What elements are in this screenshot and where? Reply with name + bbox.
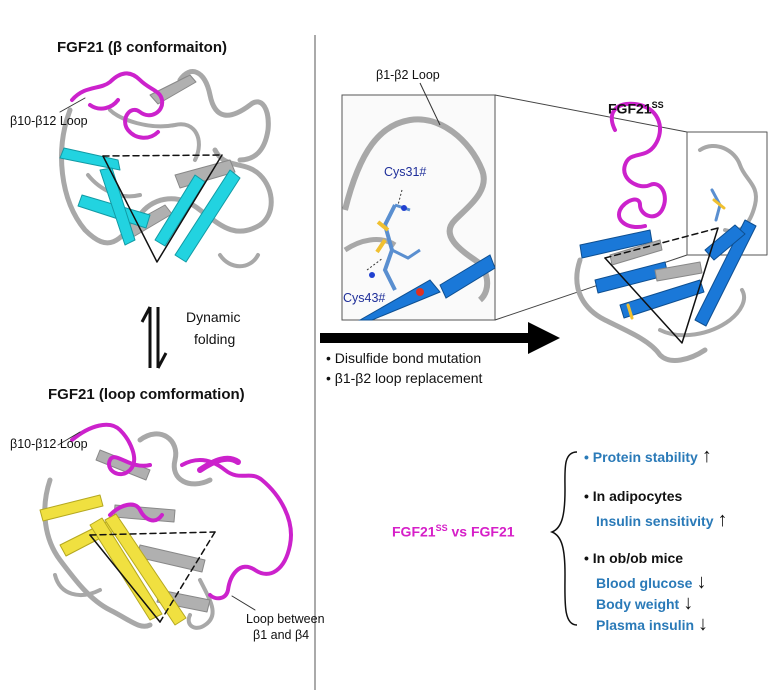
engineered-title: FGF21SS — [608, 100, 664, 117]
protein-loop-conformation — [39, 422, 293, 630]
comparison-label: FGF21SS vs FGF21 — [392, 523, 515, 540]
loop-between-line2: β1 and β4 — [253, 628, 310, 642]
insulin-sensitivity-row: Insulin sensitivity↑ — [596, 509, 728, 531]
up-arrow-icon: ↑ — [701, 445, 712, 467]
zoom-loop-label: β1-β2 Loop — [376, 68, 440, 82]
loop-conformation-title: FGF21 (loop comformation) — [48, 386, 245, 403]
body-weight-row: Body weight↓ — [596, 592, 694, 614]
down-arrow-icon: ↓ — [696, 571, 707, 593]
protein-stability-row: • Protein stability↑ — [584, 445, 712, 467]
cys31-label: Cys31# — [384, 165, 427, 179]
dynamic-label: Dynamic — [186, 309, 241, 325]
mice-header: • In ob/ob mice — [584, 550, 684, 566]
zoom-inset — [341, 82, 496, 321]
down-arrow-icon: ↓ — [683, 592, 694, 614]
adipocytes-header: • In adipocytes — [584, 488, 683, 504]
process-arrow — [320, 322, 560, 354]
protein-beta-conformation — [59, 69, 274, 269]
loop-between-line1: Loop between — [246, 612, 325, 626]
folding-label: folding — [194, 331, 236, 347]
down-arrow-icon: ↓ — [698, 613, 709, 635]
equilibrium-arrows — [140, 306, 168, 369]
up-arrow-icon: ↑ — [717, 509, 728, 531]
protein-engineered — [574, 101, 768, 363]
modification-2: • β1-β2 loop replacement — [326, 370, 483, 386]
top-loop-label: β10-β12 Loop — [10, 114, 88, 128]
modification-1: • Disulfide bond mutation — [326, 350, 482, 366]
beta-conformation-title: FGF21 (β conformaiton) — [57, 39, 227, 56]
zoom-connector-top — [494, 94, 688, 133]
blood-glucose-row: Blood glucose↓ — [596, 571, 707, 593]
bottom-loop-label: β10-β12 Loop — [10, 437, 88, 451]
curly-brace — [549, 451, 578, 626]
plasma-insulin-row: Plasma insulin↓ — [596, 613, 709, 635]
cys43-label: Cys43# — [343, 291, 386, 305]
